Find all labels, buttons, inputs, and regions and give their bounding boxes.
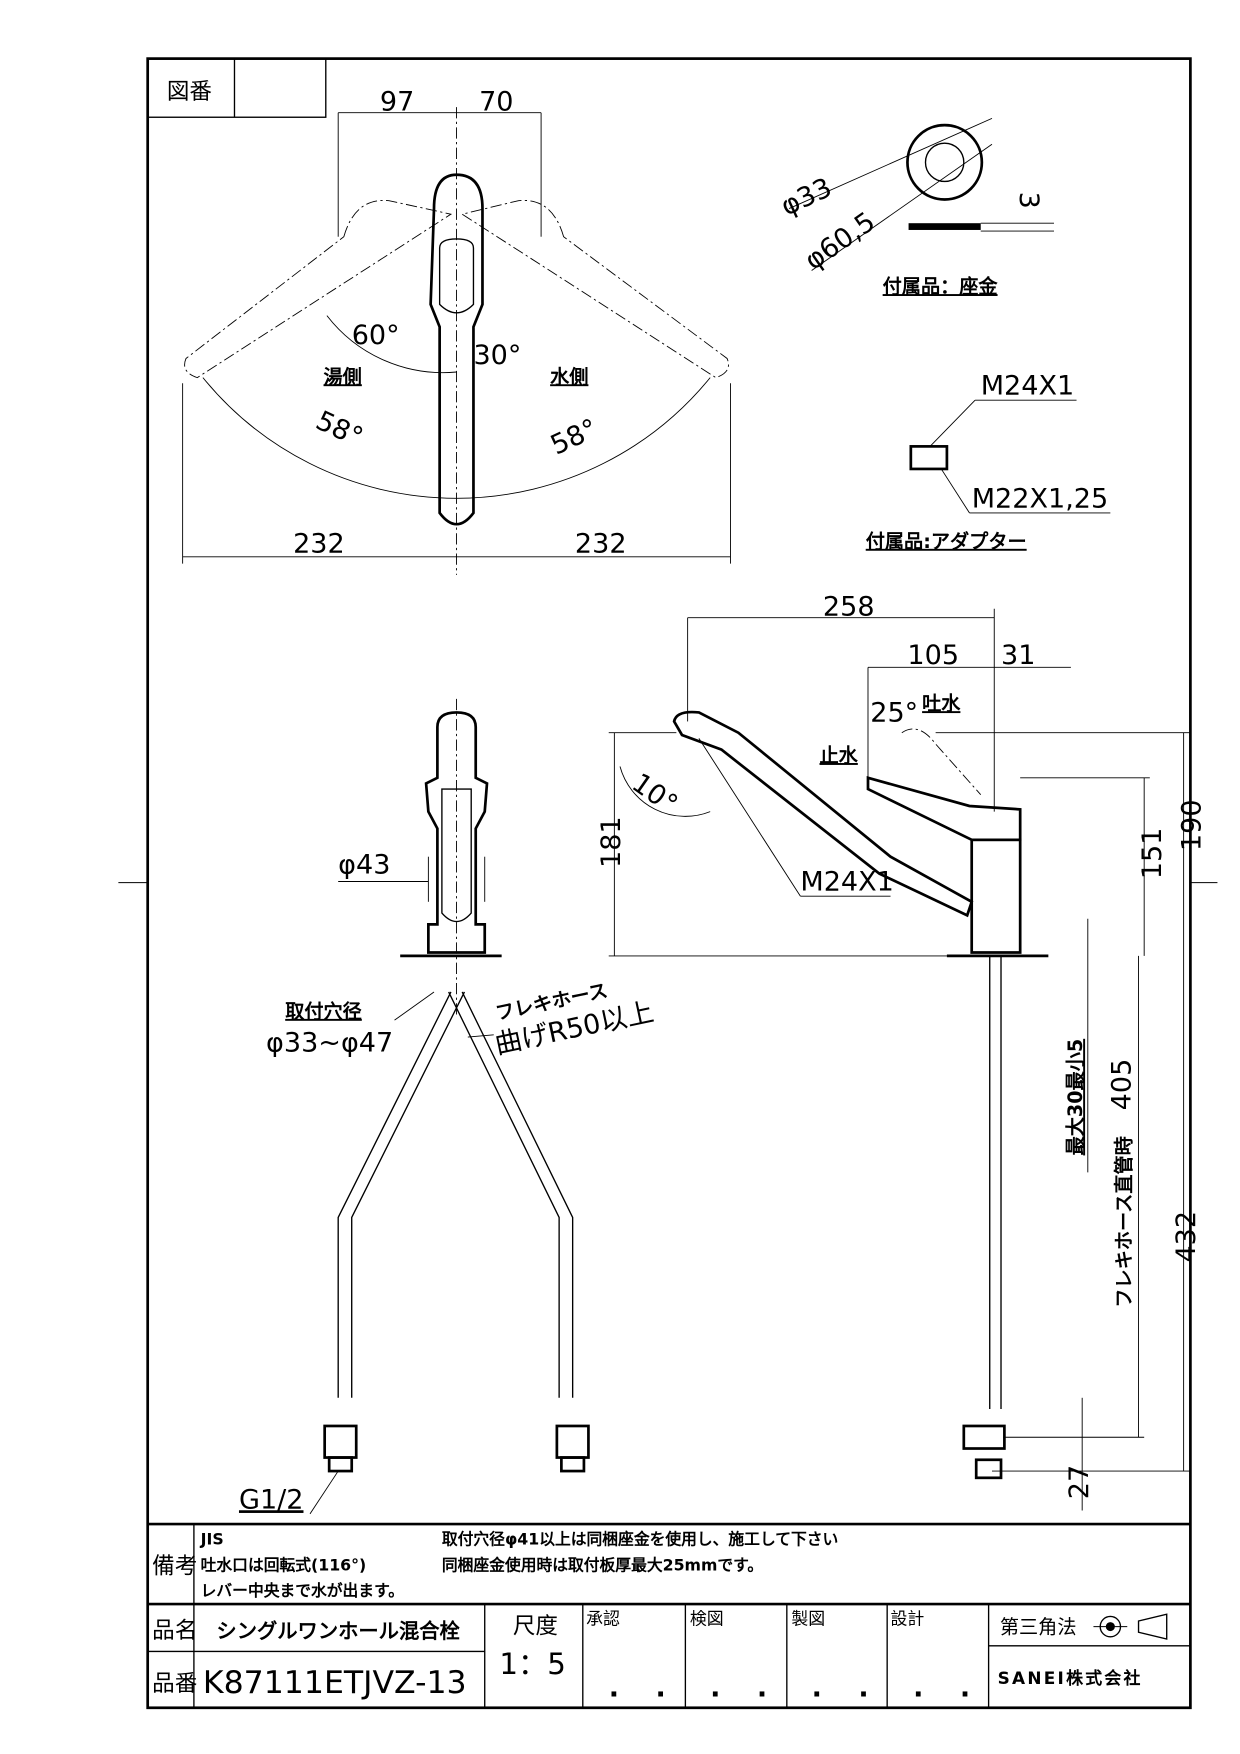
adapter-detail: M24X1 M22X1,25 付属品:アダプター (866, 371, 1111, 553)
notes-label: 備考 (152, 1554, 197, 1580)
angle-60: 60° (352, 320, 400, 351)
adapter-thread-bottom: M22X1,25 (972, 483, 1109, 514)
deck-thickness: 最大30最小5 (1064, 1039, 1087, 1156)
front-view: φ43 取付穴径 φ33~φ47 フレキホース 曲げR50以上 G1/2 (239, 698, 657, 1515)
angle-58-left: 58° (311, 405, 368, 453)
spout-angle: 10° (626, 768, 683, 821)
washer-caption: 付属品：座金 (883, 275, 999, 298)
washer-detail: φ33 φ60,5 3 付属品：座金 (776, 117, 1054, 298)
height-190: 190 (1177, 799, 1208, 851)
adapter-caption: 付属品:アダプター (866, 530, 1027, 553)
third-angle-projection-icon (1093, 1613, 1168, 1640)
angle-30: 30° (473, 340, 521, 371)
hose-length-405: 405 (1107, 1059, 1138, 1111)
drafting-sign: . . (812, 1673, 883, 1704)
hot-side-label: 湯側 (324, 365, 362, 388)
drawing-frame (146, 57, 1192, 1710)
design-sign: . . (913, 1673, 984, 1704)
top-view: 97 70 60° 30° 湯側 水側 58° 58° 232 232 (182, 86, 731, 575)
drawing-no-label: 図番 (167, 79, 212, 105)
angle-58-right: 58° (546, 413, 603, 461)
scale-label: 尺度 (513, 1613, 558, 1639)
adapter-thread-top: M24X1 (981, 371, 1075, 402)
check-label: 検図 (690, 1608, 724, 1628)
note-left-3: レバー中央まで水が出ます。 (201, 1581, 404, 1600)
dim-27: 27 (1064, 1465, 1095, 1499)
projection-label: 第三角法 (1000, 1615, 1077, 1638)
connection-thread: G1/2 (239, 1484, 304, 1515)
note-right-1: 取付穴径φ41以上は同梱座金を使用し、施工して下さい (442, 1529, 838, 1548)
notes-section: 備考 JIS 吐水口は回転式(116°) レバー中央まで水が出ます。 取付穴径φ… (147, 1522, 1191, 1708)
dim-105: 105 (907, 640, 959, 671)
approval-label: 承認 (586, 1608, 620, 1628)
washer-inner-dia: φ33 (776, 172, 836, 222)
hole-range: φ33~φ47 (266, 1028, 393, 1059)
cold-side-label: 水側 (550, 365, 588, 388)
dim-432: 432 (1171, 1211, 1202, 1263)
product-name-label: 品名 (152, 1618, 197, 1644)
washer-thickness: 3 (1013, 192, 1044, 209)
spout-thread: M24X1 (800, 867, 893, 898)
approval-sign: . . (609, 1673, 680, 1704)
stop-water-label: 止水 (820, 744, 859, 767)
dim-70: 70 (479, 86, 513, 117)
note-left-2: 吐水口は回転式(116°) (201, 1555, 367, 1574)
washer-outer-dia: φ60,5 (799, 206, 881, 276)
dim-31: 31 (1001, 640, 1035, 671)
drafting-label: 製図 (791, 1608, 825, 1628)
title-block: 品名 シングルワンホール混合栓 品番 K87111ETJVZ-13 尺度 1：5… (147, 1602, 1191, 1708)
product-no-label: 品番 (152, 1671, 197, 1697)
body-diameter: φ43 (338, 850, 390, 881)
dim-97: 97 (380, 86, 414, 117)
design-label: 設計 (891, 1608, 925, 1628)
drawing-number-box: 図番 (147, 57, 327, 118)
width-right-232: 232 (575, 528, 627, 559)
spout-water-label: 吐水 (922, 692, 961, 715)
hole-label: 取付穴径 (285, 1000, 362, 1023)
company-name: SANEI株式会社 (998, 1668, 1143, 1688)
hose-straight-label: フレキホース直管時 (1113, 1136, 1136, 1307)
product-number: K87111ETJVZ-13 (203, 1665, 467, 1701)
lever-angle: 25° (870, 697, 918, 728)
note-left-1: JIS (200, 1529, 224, 1548)
height-181: 181 (596, 816, 627, 868)
product-name: シングルワンホール混合栓 (216, 1619, 460, 1643)
check-sign: . . (710, 1673, 781, 1704)
side-view: 258 105 31 25° 吐水 止水 10° M24X1 181 151 1… (596, 591, 1208, 1511)
note-right-2: 同梱座金使用時は取付板厚最大25mmです。 (442, 1555, 763, 1574)
scale-value: 1：5 (499, 1647, 566, 1681)
width-left-232: 232 (293, 528, 345, 559)
reach-258: 258 (823, 591, 875, 622)
height-151: 151 (1137, 828, 1168, 880)
